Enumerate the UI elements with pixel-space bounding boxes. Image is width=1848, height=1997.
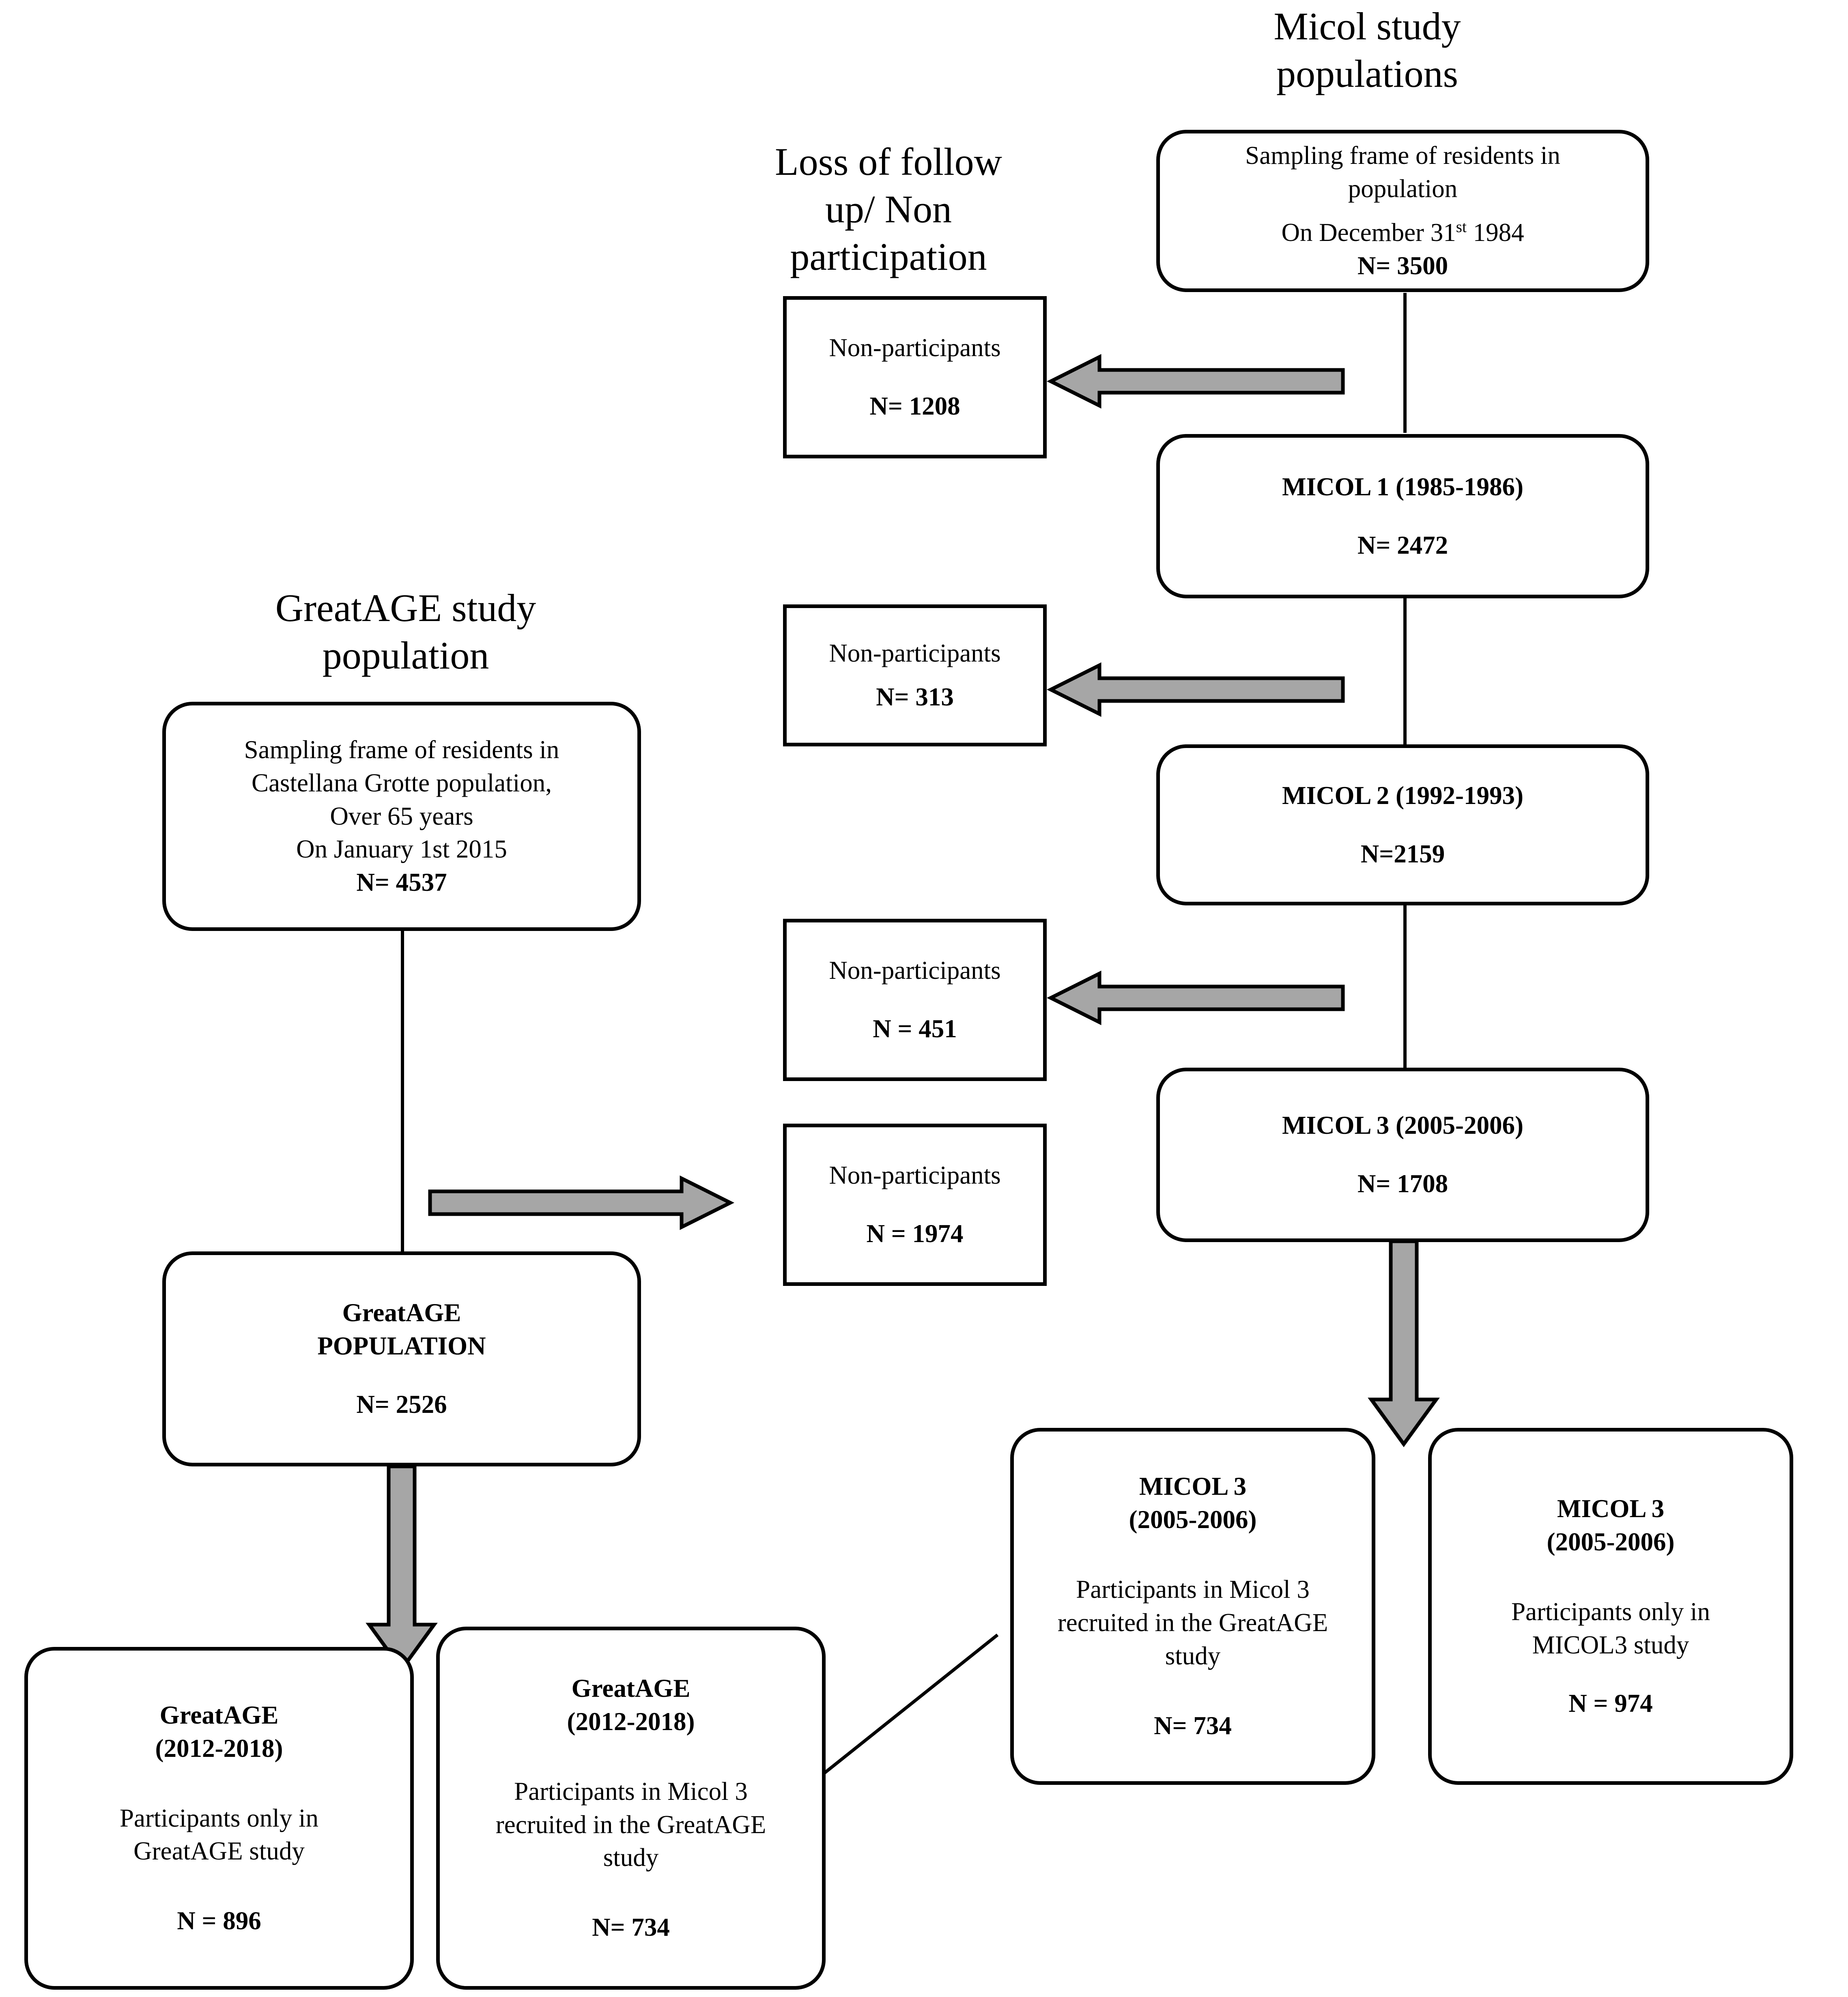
greatage-population-title2: POPULATION [317,1332,486,1361]
box-micol3-only-974[interactable]: MICOL 3 (2005-2006) Participants only in… [1428,1428,1793,1785]
micol-heading-line2: populations [1276,52,1458,96]
nonparticipants-451-n: N = 451 [873,1015,957,1043]
micol3-greatage-body2: recruited in the GreatAGE [1057,1608,1328,1637]
box-greatage-population[interactable]: GreatAGE POPULATION N= 2526 [162,1251,641,1466]
arrow-to-nonparticipants-1208 [1046,354,1345,409]
greatage-frame-n: N= 4537 [356,868,447,897]
connector-greatage-frame-to-population [401,931,404,1251]
micol-heading-line1: Micol study [1274,4,1461,48]
micol3-only-n: N = 974 [1568,1689,1653,1718]
box-greatage-only-896[interactable]: GreatAGE (2012-2018) Participants only i… [24,1647,414,1990]
greatage-only-body1: Participants only in [120,1804,318,1832]
loss-heading-line2: up/ Non [825,187,952,231]
greatage-micol3-body2: recruited in the GreatAGE [495,1810,766,1839]
micol-frame-line3: On December 31st 1984 [1281,218,1524,247]
greatage-heading-line1: GreatAGE study [275,586,536,630]
loss-heading-line3: participation [790,235,987,279]
box-micol3-greatage-734[interactable]: MICOL 3 (2005-2006) Participants in Mico… [1010,1428,1375,1785]
micol3-title: MICOL 3 (2005-2006) [1282,1111,1523,1140]
nonparticipants-1208-label: Non-participants [829,333,1001,362]
micol3-only-title1: MICOL 3 [1557,1494,1665,1523]
loss-heading-line1: Loss of follow [775,140,1002,183]
box-micol3[interactable]: MICOL 3 (2005-2006) N= 1708 [1156,1068,1649,1242]
nonparticipants-451-label: Non-participants [829,956,1001,985]
box-greatage-micol3-734[interactable]: GreatAGE (2012-2018) Participants in Mic… [436,1627,826,1990]
nonparticipants-313-label: Non-participants [829,639,1001,668]
greatage-micol3-title2: (2012-2018) [567,1707,695,1736]
micol3-only-body2: MICOL3 study [1532,1630,1689,1659]
greatage-study-heading: GreatAGE study population [223,584,588,679]
greatage-only-n: N = 896 [177,1907,261,1935]
box-nonparticipants-1974[interactable]: Non-participants N = 1974 [783,1124,1047,1286]
greatage-micol3-n: N= 734 [592,1913,670,1942]
micol-study-heading: Micol study populations [1168,2,1566,97]
micol3-only-title2: (2005-2006) [1547,1528,1675,1556]
greatage-frame-line4: On January 1st 2015 [296,835,507,864]
box-nonparticipants-313[interactable]: Non-participants N= 313 [783,604,1047,746]
micol1-title: MICOL 1 (1985-1986) [1282,472,1523,501]
greatage-population-title1: GreatAGE [342,1298,461,1327]
greatage-heading-line2: population [322,634,489,677]
box-nonparticipants-451[interactable]: Non-participants N = 451 [783,919,1047,1081]
micol3-greatage-n: N= 734 [1154,1711,1232,1740]
micol3-only-body1: Participants only in [1511,1597,1710,1626]
micol2-n: N=2159 [1360,839,1445,868]
box-micol-sampling-frame[interactable]: Sampling frame of residents in populatio… [1156,130,1649,292]
greatage-only-body2: GreatAGE study [133,1837,305,1866]
arrow-greatage-population-to-greatage-only [366,1464,438,1672]
nonparticipants-1974-label: Non-participants [829,1161,1001,1190]
box-micol2[interactable]: MICOL 2 (1992-1993) N=2159 [1156,744,1649,905]
greatage-micol3-body1: Participants in Micol 3 [514,1777,748,1806]
connector-micol-frame-to-micol1 [1403,293,1407,433]
greatage-only-title2: (2012-2018) [155,1734,283,1763]
nonparticipants-1974-n: N = 1974 [866,1219,964,1248]
arrow-to-nonparticipants-451 [1046,970,1345,1025]
micol3-greatage-title2: (2005-2006) [1129,1505,1257,1534]
nonparticipants-313-n: N= 313 [876,683,954,711]
connector-micol2-to-micol3 [1403,905,1407,1068]
micol-frame-line2: population [1348,174,1458,203]
micol1-n: N= 2472 [1357,531,1448,559]
box-nonparticipants-1208[interactable]: Non-participants N= 1208 [783,296,1047,458]
greatage-micol3-body3: study [603,1843,659,1872]
greatage-frame-line1: Sampling frame of residents in [244,735,559,764]
micol3-n: N= 1708 [1357,1169,1448,1198]
box-micol1[interactable]: MICOL 1 (1985-1986) N= 2472 [1156,434,1649,598]
connector-greatage734-to-micol3734 [823,1634,999,1775]
micol-frame-n: N= 3500 [1357,251,1448,280]
connector-micol1-to-micol2 [1403,598,1407,744]
arrow-to-nonparticipants-313 [1046,662,1345,717]
ordinal-suffix: st [1456,218,1467,236]
box-greatage-sampling-frame[interactable]: Sampling frame of residents in Castellan… [162,702,641,931]
greatage-population-n: N= 2526 [356,1390,447,1419]
greatage-micol3-title1: GreatAGE [571,1674,691,1703]
arrow-to-nonparticipants-1974 [428,1175,735,1230]
micol3-greatage-body3: study [1165,1641,1221,1670]
arrow-micol3-to-micol3-only [1368,1239,1440,1447]
nonparticipants-1208-n: N= 1208 [869,392,960,420]
loss-of-followup-heading: Loss of follow up/ Non participation [738,138,1039,280]
micol2-title: MICOL 2 (1992-1993) [1282,781,1523,810]
micol3-greatage-title1: MICOL 3 [1139,1472,1247,1501]
micol-frame-line1: Sampling frame of residents in [1245,141,1560,170]
greatage-only-title1: GreatAGE [159,1700,279,1729]
micol3-greatage-body1: Participants in Micol 3 [1076,1575,1310,1604]
greatage-frame-line3: Over 65 years [330,802,473,830]
greatage-frame-line2: Castellana Grotte population, [251,768,552,797]
